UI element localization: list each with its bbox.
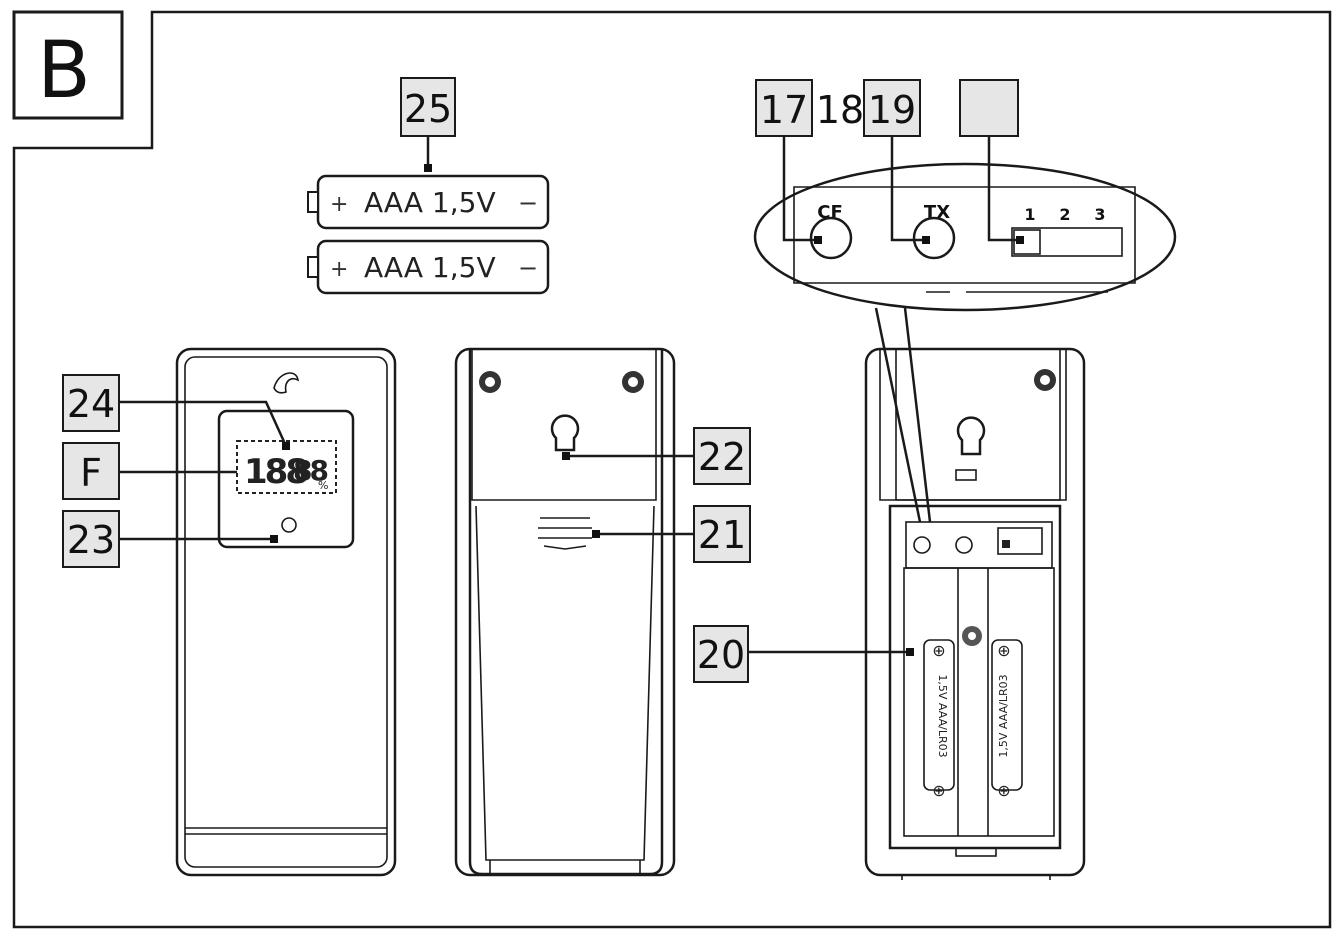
- channel-switch: [1011, 227, 1123, 257]
- detail-zoom-connector: [874, 307, 932, 523]
- callout-18-label: 18: [816, 88, 864, 132]
- channel-3-label: 3: [1094, 205, 1105, 224]
- sensor-front-view: 188 88 %: [175, 347, 397, 877]
- panel-letter: B: [37, 26, 91, 116]
- detail-magnifier: [753, 162, 1177, 312]
- battery-1: + AAA 1,5V −: [307, 174, 550, 230]
- cover-grip-icon: [538, 517, 592, 550]
- callout-22-label: 22: [698, 435, 746, 479]
- battery-1-plus: +: [330, 192, 348, 217]
- sensor-open-compartment-view: 1,5V AAA/LR03 1,5V AAA/LR03 ⊕ ⊕ ⊕ ⊕: [864, 347, 1086, 880]
- lcd-unit: %: [318, 479, 328, 492]
- callout-17-label: 17: [760, 88, 808, 132]
- callout-25-label: 25: [404, 87, 452, 131]
- lcd-digits-1: 188: [244, 452, 307, 492]
- callout-24-label: 24: [67, 382, 115, 426]
- channel-2-label: 2: [1059, 205, 1070, 224]
- battery-cell-right-label: 1,5V AAA/LR03: [997, 674, 1010, 757]
- callout-21-label: 21: [698, 513, 746, 557]
- callout-f-label: F: [80, 451, 102, 495]
- wall-mount-keyhole-icon: [956, 416, 986, 456]
- callout-21: 21: [693, 505, 751, 563]
- callout-23: 23: [62, 510, 120, 568]
- callout-23-label: 23: [67, 518, 115, 562]
- callout-f: F: [62, 442, 120, 500]
- wall-mount-keyhole-icon: [550, 414, 580, 452]
- battery-2-label: AAA 1,5V: [364, 251, 496, 284]
- battery-cell-left-label: 1,5V AAA/LR03: [936, 674, 949, 757]
- callout-24: 24: [62, 374, 120, 432]
- cf-button: [809, 216, 853, 260]
- display-window: [217, 409, 355, 549]
- callout-19-label: 19: [868, 88, 916, 132]
- polarity-plus-icon: ⊕: [997, 641, 1010, 660]
- battery-1-minus: −: [518, 189, 538, 217]
- polarity-plus-icon: ⊕: [997, 781, 1010, 800]
- polarity-plus-icon: ⊕: [932, 641, 945, 660]
- lcd-digits-2: 88: [293, 454, 327, 487]
- battery-cell-left: [923, 639, 955, 791]
- callout-blank: [959, 79, 1019, 137]
- led-indicator-icon: [281, 517, 297, 533]
- callout-19: 19: [863, 79, 921, 137]
- brand-logo-icon: [273, 372, 300, 394]
- sensor-back-view: [454, 347, 676, 877]
- panel-letter-box: [12, 10, 124, 120]
- battery-1-label: AAA 1,5V: [364, 186, 496, 219]
- battery-2: + AAA 1,5V −: [307, 239, 550, 295]
- callout-25: 25: [400, 77, 456, 137]
- battery-2-plus: +: [330, 257, 348, 282]
- tx-button: [912, 216, 956, 260]
- battery-cell-right: [991, 639, 1023, 791]
- callout-20: 20: [693, 625, 749, 683]
- channel-switch-slider: [1013, 229, 1041, 255]
- callout-22: 22: [693, 427, 751, 485]
- panel-frame: [12, 10, 1332, 929]
- channel-1-label: 1: [1024, 205, 1035, 224]
- battery-2-minus: −: [518, 254, 538, 282]
- callout-17: 17: [755, 79, 813, 137]
- polarity-plus-icon: ⊕: [932, 781, 945, 800]
- callout-20-label: 20: [697, 633, 745, 677]
